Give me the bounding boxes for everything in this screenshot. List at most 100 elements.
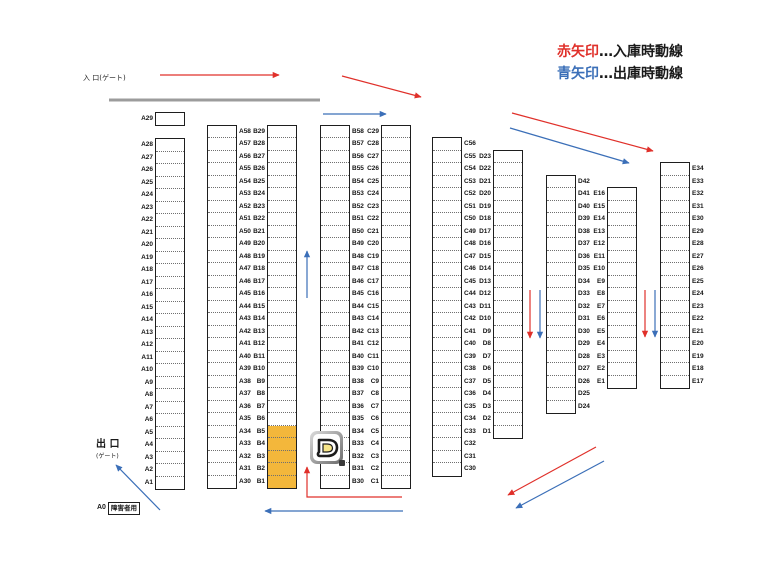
space-number-label: C26 [367,165,379,172]
parking-space [661,276,689,288]
parking-block-d-west [493,149,523,439]
space-number-label: B23 [253,202,265,210]
space-number-label: B7 [256,402,265,410]
parking-space [661,313,689,326]
space-number-label: B47 [352,265,364,272]
space-number-label: B56 [352,152,364,160]
space-number-label: D15 [479,252,491,260]
parking-space [661,213,689,226]
parking-space [661,288,689,301]
parking-space [494,301,522,313]
parking-space [608,313,636,326]
space-number-label: E17 [692,377,704,385]
space-number-label: D31 [578,315,590,322]
parking-space [661,226,689,238]
parking-space [661,351,689,363]
parking-space [268,475,296,488]
parking-space [208,126,236,138]
parking-space [547,276,575,288]
parking-space [156,302,184,314]
parking-space [156,389,184,402]
parking-space [433,151,461,163]
parking-space [433,451,461,463]
space-number-label: C28 [367,140,379,147]
space-number-label: B39 [352,365,364,372]
space-number-label: B41 [352,340,364,347]
space-number-label: B53 [352,190,364,197]
space-number-label: D42 [578,177,590,185]
parking-space [156,327,184,339]
space-number-label: C39 [464,352,476,360]
parking-space [494,151,522,163]
space-number-label: C11 [367,352,379,360]
parking-space [156,352,184,364]
inbound-arrow [507,446,597,496]
space-number-label: D2 [482,415,491,422]
parking-space [608,326,636,338]
parking-space [321,201,349,213]
parking-space [661,163,689,176]
space-number-label: A51 [239,215,251,222]
parking-space [382,126,410,138]
space-number-label: B15 [253,302,265,310]
space-number-label: D35 [578,265,590,272]
space-number-label: E27 [692,252,704,260]
parking-space [268,176,296,188]
space-number-label: E25 [692,277,704,285]
parking-space [382,426,410,438]
legend-outbound-text: …出庫時動線 [599,66,683,82]
parking-block-b-east [320,124,350,489]
legend-inbound-text: …入庫時動線 [599,44,683,60]
parking-space [494,401,522,413]
space-number-label: A32 [239,452,251,460]
space-number-label: D14 [479,265,491,272]
parking-space [382,338,410,351]
parking-space [382,388,410,401]
parking-space [208,326,236,338]
space-number-label: A9 [144,378,153,386]
parking-space [433,326,461,338]
parking-space [433,438,461,451]
space-number-label: A52 [239,202,251,210]
space-number-label: D26 [578,377,590,385]
parking-space [547,226,575,238]
parking-space [433,338,461,351]
parking-space [608,351,636,363]
space-number-label: C27 [367,152,379,160]
parking-space [382,376,410,388]
space-number-label: B38 [352,377,364,385]
parking-space [547,338,575,351]
parking-space [268,413,296,426]
space-number-label: C52 [464,190,476,197]
parking-space [433,163,461,176]
space-number-label: C36 [464,390,476,397]
space-number-label: A47 [239,265,251,272]
parking-space [494,213,522,226]
parking-space [208,276,236,288]
parking-space [608,288,636,301]
parking-space [156,277,184,289]
space-number-label: B48 [352,252,364,260]
entrance-gate-label: 入 口(ゲート) [83,74,126,82]
parking-space [547,213,575,226]
b-logo-icon [308,428,346,470]
parking-space [268,450,296,463]
parking-space [156,289,184,302]
space-number-label: B42 [352,327,364,335]
parking-space [433,263,461,276]
space-number-label: B28 [253,140,265,147]
space-number-label: A57 [239,140,251,147]
space-number-label: B32 [352,452,364,460]
parking-space [208,301,236,313]
space-number-label: D36 [578,252,590,260]
space-number-label: C12 [367,340,379,347]
parking-space [547,263,575,276]
parking-space [547,188,575,201]
parking-space [382,188,410,201]
space-number-label: B11 [253,352,265,360]
parking-block-c-west [381,124,411,489]
outbound-arrow [515,460,605,509]
parking-space [156,214,184,227]
parking-space [156,164,184,177]
parking-space [661,338,689,351]
